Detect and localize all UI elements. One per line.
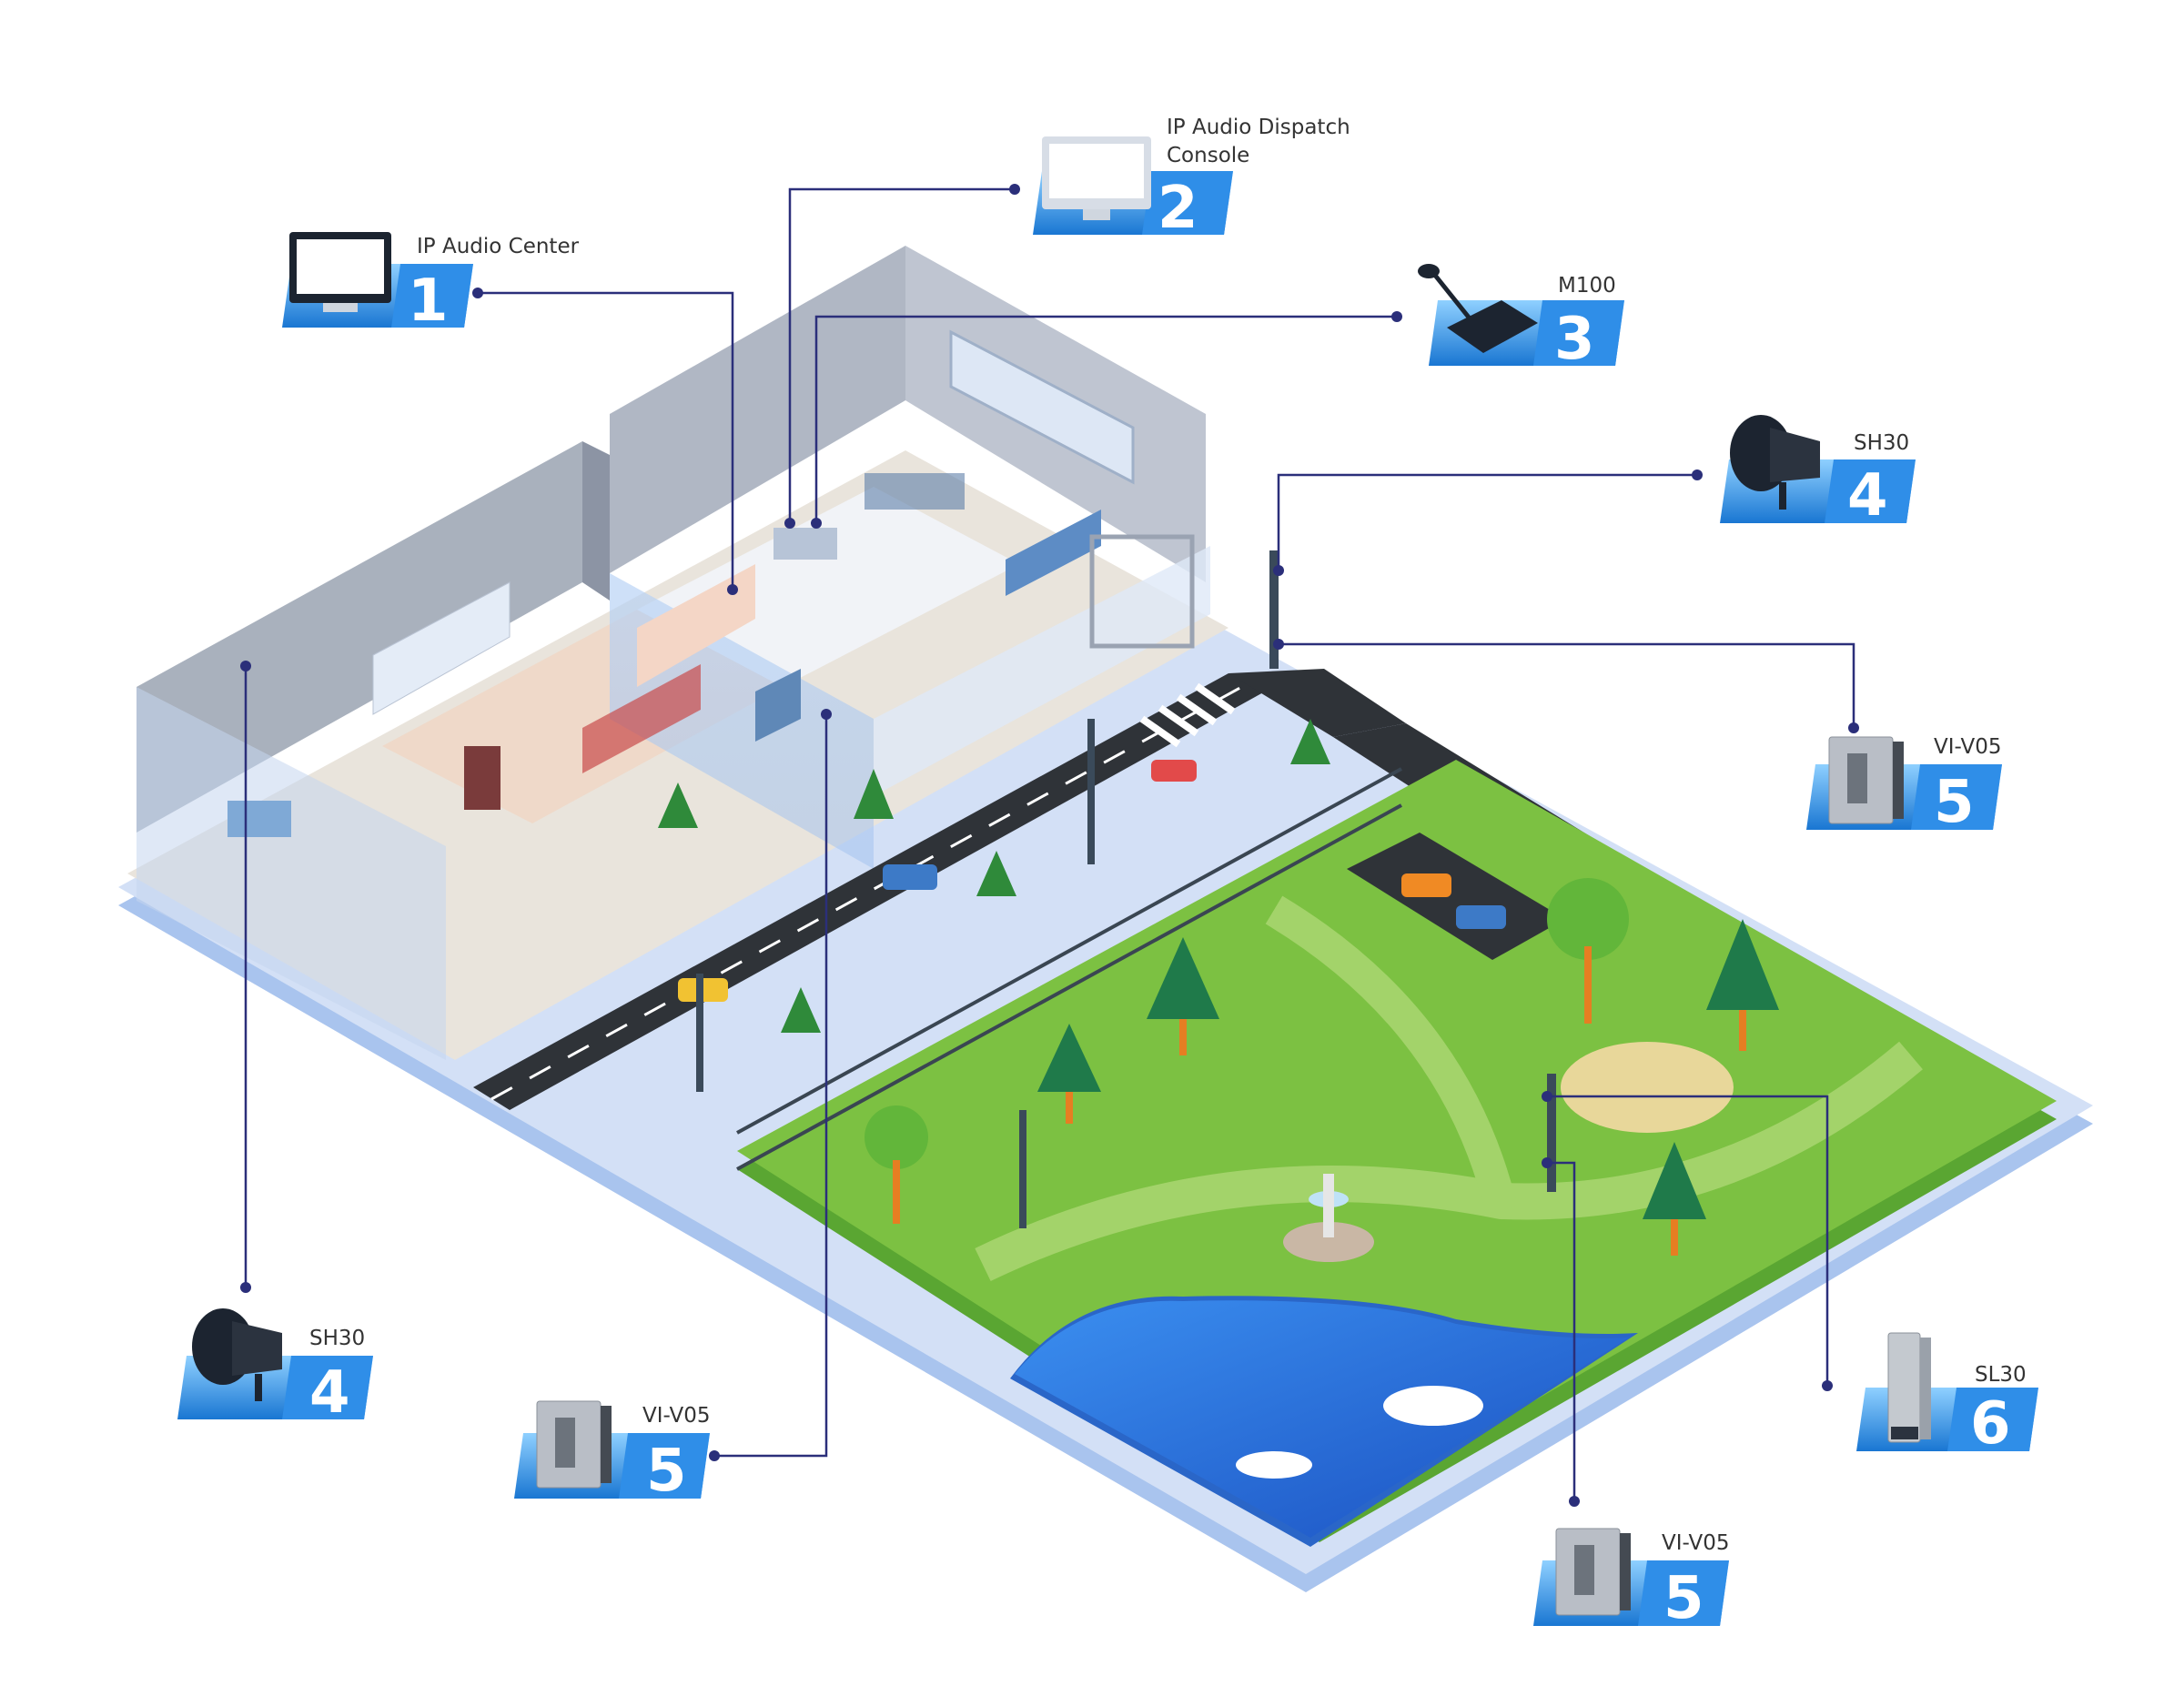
device-number: 6 <box>1970 1390 2011 1458</box>
device-label-line1: IP Audio Dispatch <box>1167 116 1350 139</box>
fountain <box>1283 1174 1374 1262</box>
retail-building <box>136 441 610 1060</box>
device-badge-ip-audio-center[interactable]: 1 IP Audio Center <box>282 232 580 335</box>
lake <box>1010 1296 1638 1547</box>
connector-lines <box>244 187 1855 1501</box>
paging-microphone-icon <box>1418 264 1538 353</box>
device-number: 5 <box>1663 1565 1704 1632</box>
horn-speaker-icon <box>1730 415 1820 510</box>
device-label-line2: Console <box>1167 144 1249 167</box>
device-number: 3 <box>1554 306 1595 373</box>
connector-dots <box>240 184 1859 1507</box>
vehicles <box>678 760 1506 1002</box>
device-badge-vi-v05-bottom[interactable]: 5 VI-V05 <box>1533 1528 1729 1632</box>
device-badge-sl30[interactable]: 6 SL30 <box>1856 1332 2038 1458</box>
device-label: VI-V05 <box>1934 735 2001 759</box>
intercom-panel-icon <box>1555 1528 1631 1616</box>
device-label: SL30 <box>1975 1363 2027 1387</box>
monitor-icon <box>289 232 391 312</box>
desktop-console-icon <box>1042 136 1151 220</box>
trees <box>658 719 1779 1256</box>
device-label: IP Audio Center <box>417 235 580 258</box>
device-badge-vi-v05-center[interactable]: 5 VI-V05 <box>514 1400 710 1505</box>
device-label: VI-V05 <box>642 1404 710 1428</box>
intercom-panel-icon <box>536 1400 612 1489</box>
office-interior <box>774 473 1195 649</box>
device-number: 4 <box>309 1359 350 1427</box>
device-number: 4 <box>1847 462 1888 530</box>
device-label: SH30 <box>1854 431 1909 455</box>
device-badge-sh30-right[interactable]: 4 SH30 <box>1720 415 1916 530</box>
horn-speaker-icon <box>192 1308 282 1401</box>
column-speaker-icon <box>1887 1332 1931 1443</box>
park-fence <box>736 767 1402 1171</box>
store-interior <box>228 564 801 837</box>
device-label: VI-V05 <box>1662 1531 1729 1555</box>
street <box>473 669 1406 1110</box>
device-label: M100 <box>1558 274 1616 298</box>
crosswalk <box>1139 682 1236 748</box>
device-number: 1 <box>408 268 449 335</box>
device-number: 5 <box>1934 769 1975 836</box>
device-number: 5 <box>646 1438 687 1505</box>
speaker-poles <box>696 550 1556 1228</box>
device-badge-m100[interactable]: 3 M100 <box>1418 264 1624 373</box>
device-badge-vi-v05-right[interactable]: 5 VI-V05 <box>1806 735 2002 836</box>
device-badge-sh30-left[interactable]: 4 SH30 <box>177 1308 373 1427</box>
device-label: SH30 <box>309 1327 365 1350</box>
intercom-panel-icon <box>1828 736 1904 824</box>
device-badge-dispatch-console[interactable]: 2 IP Audio Dispatch Console <box>1033 116 1350 242</box>
device-number: 2 <box>1158 175 1198 242</box>
